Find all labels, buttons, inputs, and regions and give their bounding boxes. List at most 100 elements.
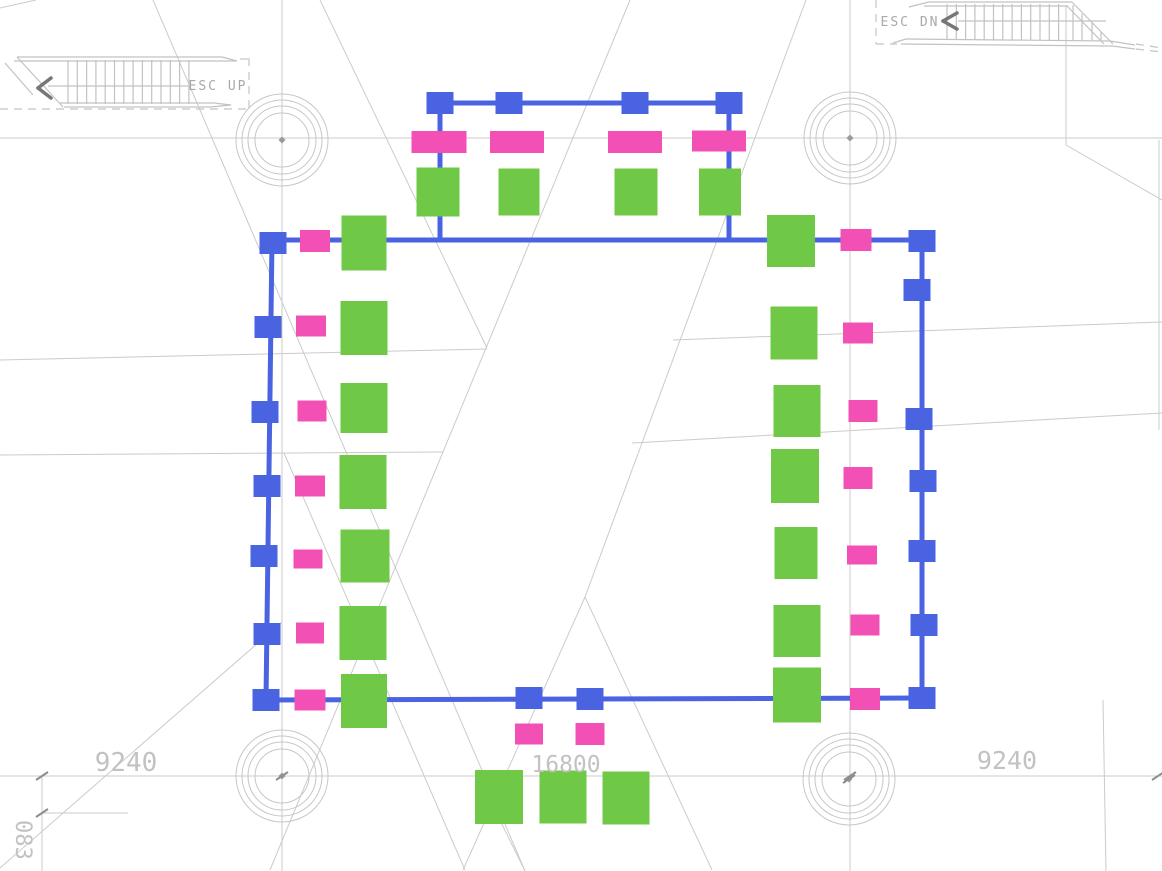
blue-node[interactable] <box>495 92 523 114</box>
pink-marker[interactable] <box>692 130 746 152</box>
column-circle <box>809 97 891 179</box>
column-circle <box>254 112 310 168</box>
dashed-line <box>1135 48 1162 53</box>
pink-marker[interactable] <box>608 131 662 153</box>
dim-center-label: 16800 <box>531 752 600 778</box>
pink-marker[interactable] <box>847 545 877 565</box>
blue-node[interactable] <box>426 92 454 114</box>
escalator-up-arrow-icon <box>36 86 53 100</box>
green-marker[interactable] <box>774 527 818 579</box>
column-circle <box>247 105 317 175</box>
center-mark <box>846 134 854 142</box>
green-marker[interactable] <box>773 385 821 437</box>
green-marker[interactable] <box>767 215 815 267</box>
column-circle <box>802 732 896 826</box>
blue-node[interactable] <box>253 475 281 497</box>
esc-up-label: ESC UP <box>189 79 248 94</box>
pink-marker[interactable] <box>850 688 880 710</box>
green-marker[interactable] <box>341 674 387 728</box>
blue-node[interactable] <box>715 92 743 114</box>
pink-marker[interactable] <box>293 549 323 569</box>
pink-marker[interactable] <box>411 131 467 153</box>
pink-marker[interactable] <box>575 723 605 745</box>
dim-side-label: 083 <box>10 820 35 860</box>
blue-node[interactable] <box>910 614 938 636</box>
pink-marker[interactable] <box>297 400 327 422</box>
column-circle <box>247 741 317 811</box>
pink-marker[interactable] <box>300 230 330 252</box>
diagonal-line <box>269 0 631 871</box>
blue-node[interactable] <box>621 92 649 114</box>
blue-node[interactable] <box>253 623 281 645</box>
column-circle <box>821 751 877 807</box>
blue-node[interactable] <box>259 232 287 254</box>
dim-tick <box>843 771 857 781</box>
blue-node[interactable] <box>903 279 931 301</box>
escalator-down-line <box>908 1 930 8</box>
blue-node[interactable] <box>905 408 933 430</box>
green-marker[interactable] <box>498 168 540 216</box>
pink-marker[interactable] <box>296 622 324 644</box>
escalator-up-arrow-icon <box>36 76 53 90</box>
blue-node[interactable] <box>908 230 936 252</box>
green-marker[interactable] <box>699 168 741 216</box>
pink-marker[interactable] <box>296 315 326 337</box>
green-marker[interactable] <box>602 771 650 825</box>
blue-node[interactable] <box>908 540 936 562</box>
escalator-up-line <box>221 56 238 62</box>
pink-marker[interactable] <box>840 229 872 251</box>
green-marker[interactable] <box>340 529 390 583</box>
dim-right-label: 9240 <box>977 746 1037 775</box>
dashed-line <box>1135 43 1162 49</box>
column-circle <box>814 744 884 814</box>
escalator-up-line <box>16 56 64 108</box>
blue-node[interactable] <box>252 689 280 711</box>
blue-node[interactable] <box>515 687 543 709</box>
column-circle <box>235 729 329 823</box>
green-marker[interactable] <box>340 383 388 433</box>
escalator-down-arrow-icon <box>941 19 959 31</box>
escalator-down-line <box>1111 45 1136 50</box>
annotation-layer <box>250 92 938 825</box>
green-marker[interactable] <box>339 606 387 660</box>
green-marker[interactable] <box>475 770 523 824</box>
green-marker[interactable] <box>416 167 460 217</box>
blue-node[interactable] <box>576 688 604 710</box>
pink-marker[interactable] <box>515 723 543 745</box>
pink-marker[interactable] <box>295 475 325 497</box>
diagonal-line <box>672 321 1162 341</box>
column-circle <box>241 99 323 181</box>
pink-marker[interactable] <box>843 322 873 344</box>
green-marker[interactable] <box>339 455 387 509</box>
pink-marker[interactable] <box>848 400 878 422</box>
green-marker[interactable] <box>773 605 821 657</box>
esc-dn-label: ESC DN <box>881 15 940 30</box>
green-marker[interactable] <box>771 449 819 503</box>
pink-marker[interactable] <box>490 131 544 153</box>
blue-node[interactable] <box>251 401 279 423</box>
diagonal-line <box>283 452 466 871</box>
blue-node[interactable] <box>909 470 937 492</box>
blue-node[interactable] <box>250 545 278 567</box>
green-marker[interactable] <box>614 168 658 216</box>
diagonal-line <box>584 596 713 871</box>
diagonal-line <box>0 348 488 361</box>
pink-marker[interactable] <box>850 614 880 636</box>
blue-node[interactable] <box>254 316 282 338</box>
escalator-down-line <box>900 43 1113 47</box>
dim-tick <box>1151 772 1162 781</box>
green-marker[interactable] <box>341 215 387 271</box>
diagonal-line <box>584 0 807 598</box>
column-circle <box>803 91 897 185</box>
green-marker[interactable] <box>340 301 388 355</box>
green-marker[interactable] <box>770 306 818 360</box>
blue-node[interactable] <box>908 687 936 709</box>
pink-marker[interactable] <box>294 689 326 711</box>
escalator-down-line <box>905 38 1111 42</box>
column-circle <box>815 103 885 173</box>
green-marker[interactable] <box>773 667 821 723</box>
pink-marker[interactable] <box>843 467 873 489</box>
green-marker[interactable] <box>539 770 587 824</box>
escalator-down-line <box>1109 40 1136 46</box>
